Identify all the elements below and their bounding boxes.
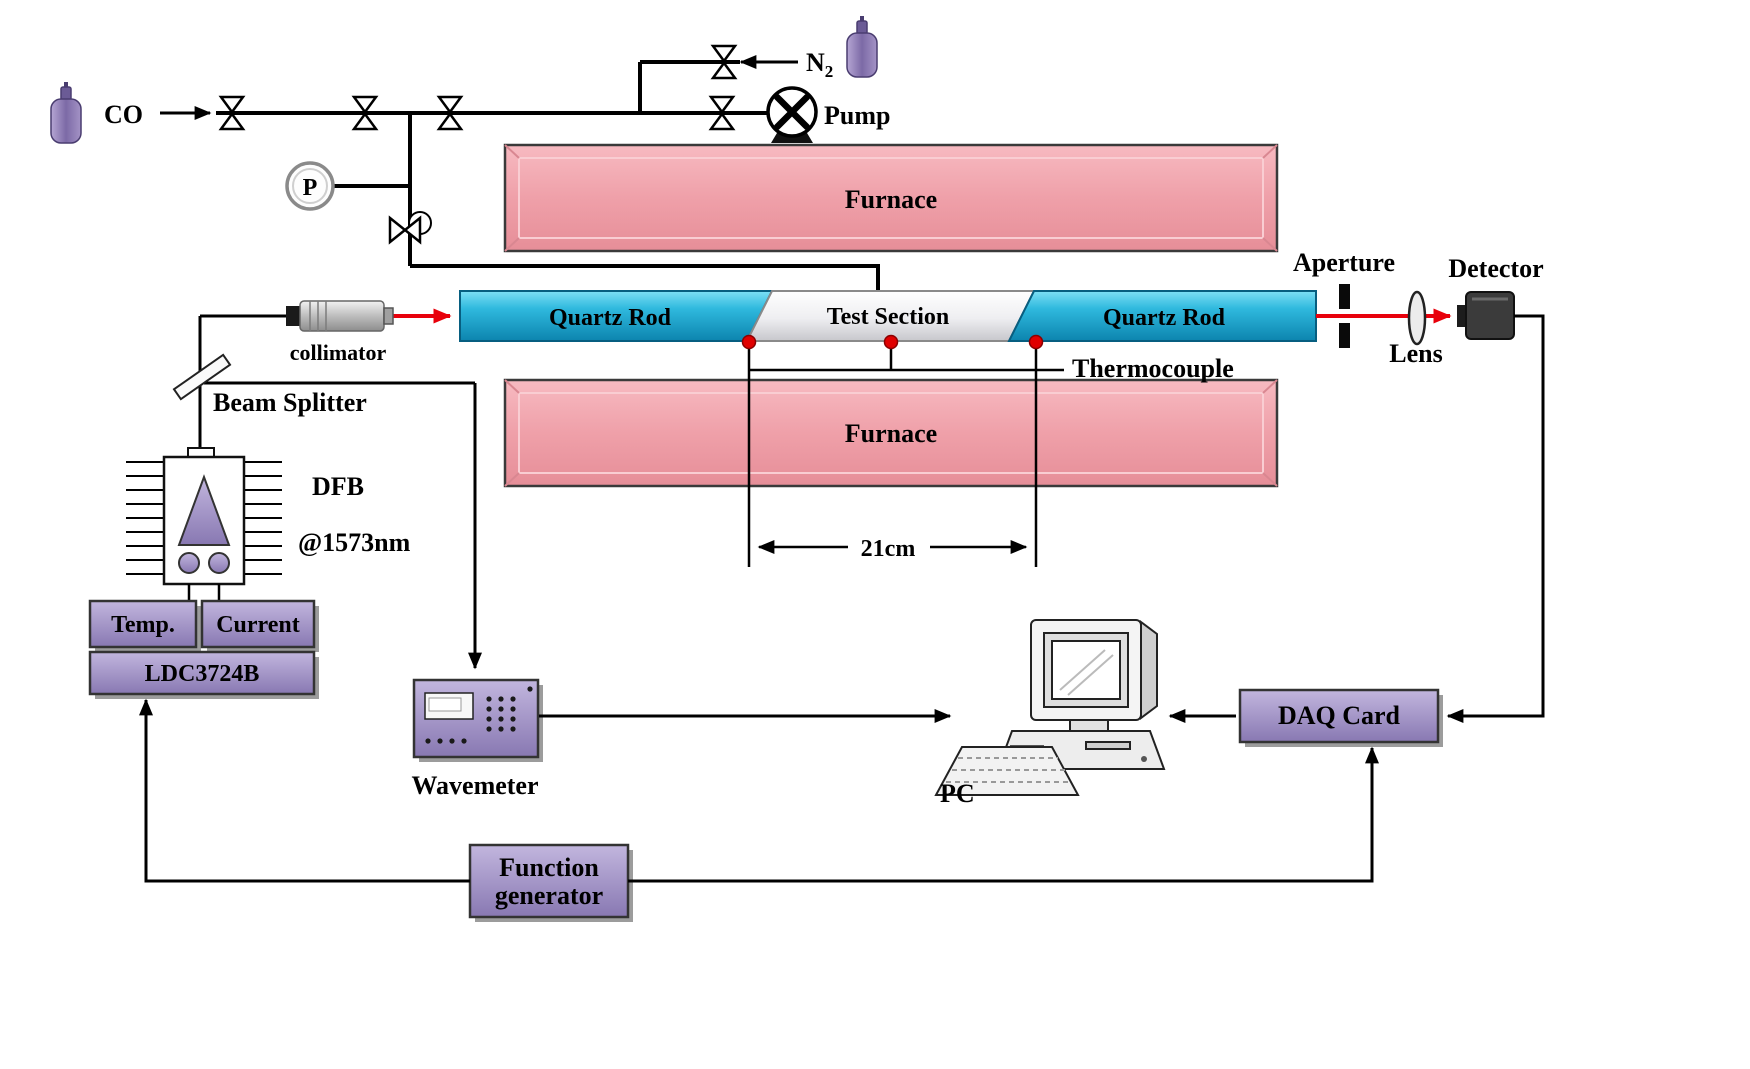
- monitor-screen: [1051, 640, 1121, 700]
- pc-label: PC: [940, 779, 975, 808]
- thermocouple-dot: [1028, 334, 1044, 350]
- beam-splitter-icon: [172, 353, 232, 401]
- screen-glare: [1059, 649, 1114, 696]
- current-label: Current: [216, 612, 300, 638]
- detector-window: [1457, 305, 1468, 327]
- floppy-slot: [1085, 741, 1131, 750]
- needle-valve-left: [388, 215, 408, 245]
- function-generator-body: [468, 843, 630, 919]
- laser-controller: Temp. Current LDC3724B: [88, 599, 319, 699]
- needle-valve-icon: [388, 211, 432, 245]
- detector-icon: [1457, 291, 1515, 340]
- aperture-top-blade: [1339, 284, 1350, 309]
- power-button: [1141, 756, 1147, 762]
- furnace-top-bevel-corners: [504, 144, 1278, 252]
- ldc-label: LDC3724B: [145, 661, 260, 687]
- aperture-bottom-blade: [1339, 323, 1350, 348]
- dfb-label: DFB: [312, 472, 364, 501]
- dfb-laser: DFB @1573nm: [126, 447, 411, 601]
- collimator-barrel: [299, 300, 385, 332]
- test-section-label: Test Section: [827, 304, 949, 330]
- aperture-label: Aperture: [1293, 248, 1395, 277]
- furnace-top-body: [503, 143, 1279, 253]
- pressure-gauge-icon: P: [285, 161, 335, 211]
- signal-wires: [139, 314, 1545, 883]
- collimator-tip: [383, 307, 394, 325]
- pc: [934, 619, 1166, 796]
- collimator-label: collimator: [290, 340, 387, 365]
- beam-splitter-label: Beam Splitter: [213, 388, 367, 417]
- heatsink-fins-left: [126, 461, 164, 575]
- dimension-label: 21cm: [861, 536, 916, 562]
- wavemeter-display-inner: [428, 697, 462, 712]
- heatsink-fins-right: [244, 461, 282, 575]
- laser-pin: [178, 552, 200, 574]
- detector-to-daq-wire: [1446, 314, 1545, 723]
- furnace-top-bevel: [518, 157, 1264, 239]
- test-section-inlet-pipe: [410, 264, 880, 292]
- function-generator: Function generator: [468, 843, 633, 922]
- function-generator-label-2: generator: [495, 881, 603, 910]
- pump-cross: [773, 93, 811, 131]
- co-cylinder-icon: [50, 81, 82, 144]
- furnace-top: Furnace: [503, 143, 1279, 253]
- co-label: CO: [104, 100, 143, 129]
- furnace-bottom: Furnace: [503, 378, 1279, 488]
- thermocouple-label: Thermocouple: [1072, 354, 1234, 383]
- laser-chip-triangle: [177, 474, 231, 546]
- monitor-stand: [1069, 719, 1109, 732]
- pump-icon: [766, 86, 818, 143]
- lens-label: Lens: [1389, 339, 1442, 368]
- furnace-bottom-bevel-corners: [504, 379, 1278, 487]
- n2-cylinder-icon: [846, 15, 878, 78]
- dfb-wavelength-label: @1573nm: [298, 528, 411, 557]
- laser-top-connector: [187, 447, 215, 458]
- daq-body: [1238, 688, 1440, 744]
- laser-pin: [208, 552, 230, 574]
- furnace-bottom-body: [503, 378, 1279, 488]
- keyboard-keys: [946, 757, 1072, 783]
- thermocouples: Thermocouple: [741, 334, 1234, 567]
- quartz-rod-right: [1007, 290, 1317, 342]
- collimator-icon: [286, 300, 394, 332]
- laser-path: collimator Beam Splitter: [172, 300, 1452, 670]
- fg-to-ldc-wire: [139, 698, 470, 883]
- n2-label: N2: [806, 48, 833, 81]
- dimension-21cm: 21cm: [757, 536, 1028, 562]
- furnace-top-label: Furnace: [845, 185, 937, 214]
- pump-label: Pump: [824, 101, 890, 130]
- lens-icon: [1407, 290, 1427, 346]
- wavemeter: Wavemeter: [411, 678, 543, 800]
- furnace-bottom-bevel: [518, 392, 1264, 474]
- detection-optics: Aperture Lens Detector: [1293, 248, 1544, 368]
- gauge-inner-ring: [292, 168, 328, 204]
- beam-splitter-plate: [172, 353, 232, 401]
- current-box: [200, 599, 316, 649]
- temp-box: [88, 599, 198, 649]
- monitor-side: [1140, 620, 1158, 720]
- thermocouple-dot: [883, 334, 899, 350]
- optical-cell: Quartz Rod Test Section Quartz Rod: [459, 290, 1317, 342]
- quartz-rod-right-label: Quartz Rod: [1103, 305, 1226, 331]
- furnace-bottom-label: Furnace: [845, 419, 937, 448]
- temp-label: Temp.: [111, 612, 175, 638]
- ldc-box: [88, 650, 316, 696]
- gas-system: CO N2 Pump P: [50, 15, 890, 292]
- gauge-label: P: [303, 175, 318, 201]
- wavemeter-keypad: [425, 686, 533, 744]
- collimator-connector: [286, 306, 300, 326]
- fg-to-daq-wire: [628, 746, 1379, 883]
- quartz-rod-left-label: Quartz Rod: [549, 305, 672, 331]
- daq-card: DAQ Card: [1238, 688, 1443, 747]
- detector-label: Detector: [1448, 254, 1543, 283]
- needle-valve-right: [402, 215, 422, 245]
- collimator-ribs: [309, 301, 327, 331]
- thermocouple-dot: [741, 334, 757, 350]
- function-generator-label-1: Function: [499, 853, 599, 882]
- wavemeter-label: Wavemeter: [411, 771, 538, 800]
- daq-label: DAQ Card: [1278, 701, 1401, 730]
